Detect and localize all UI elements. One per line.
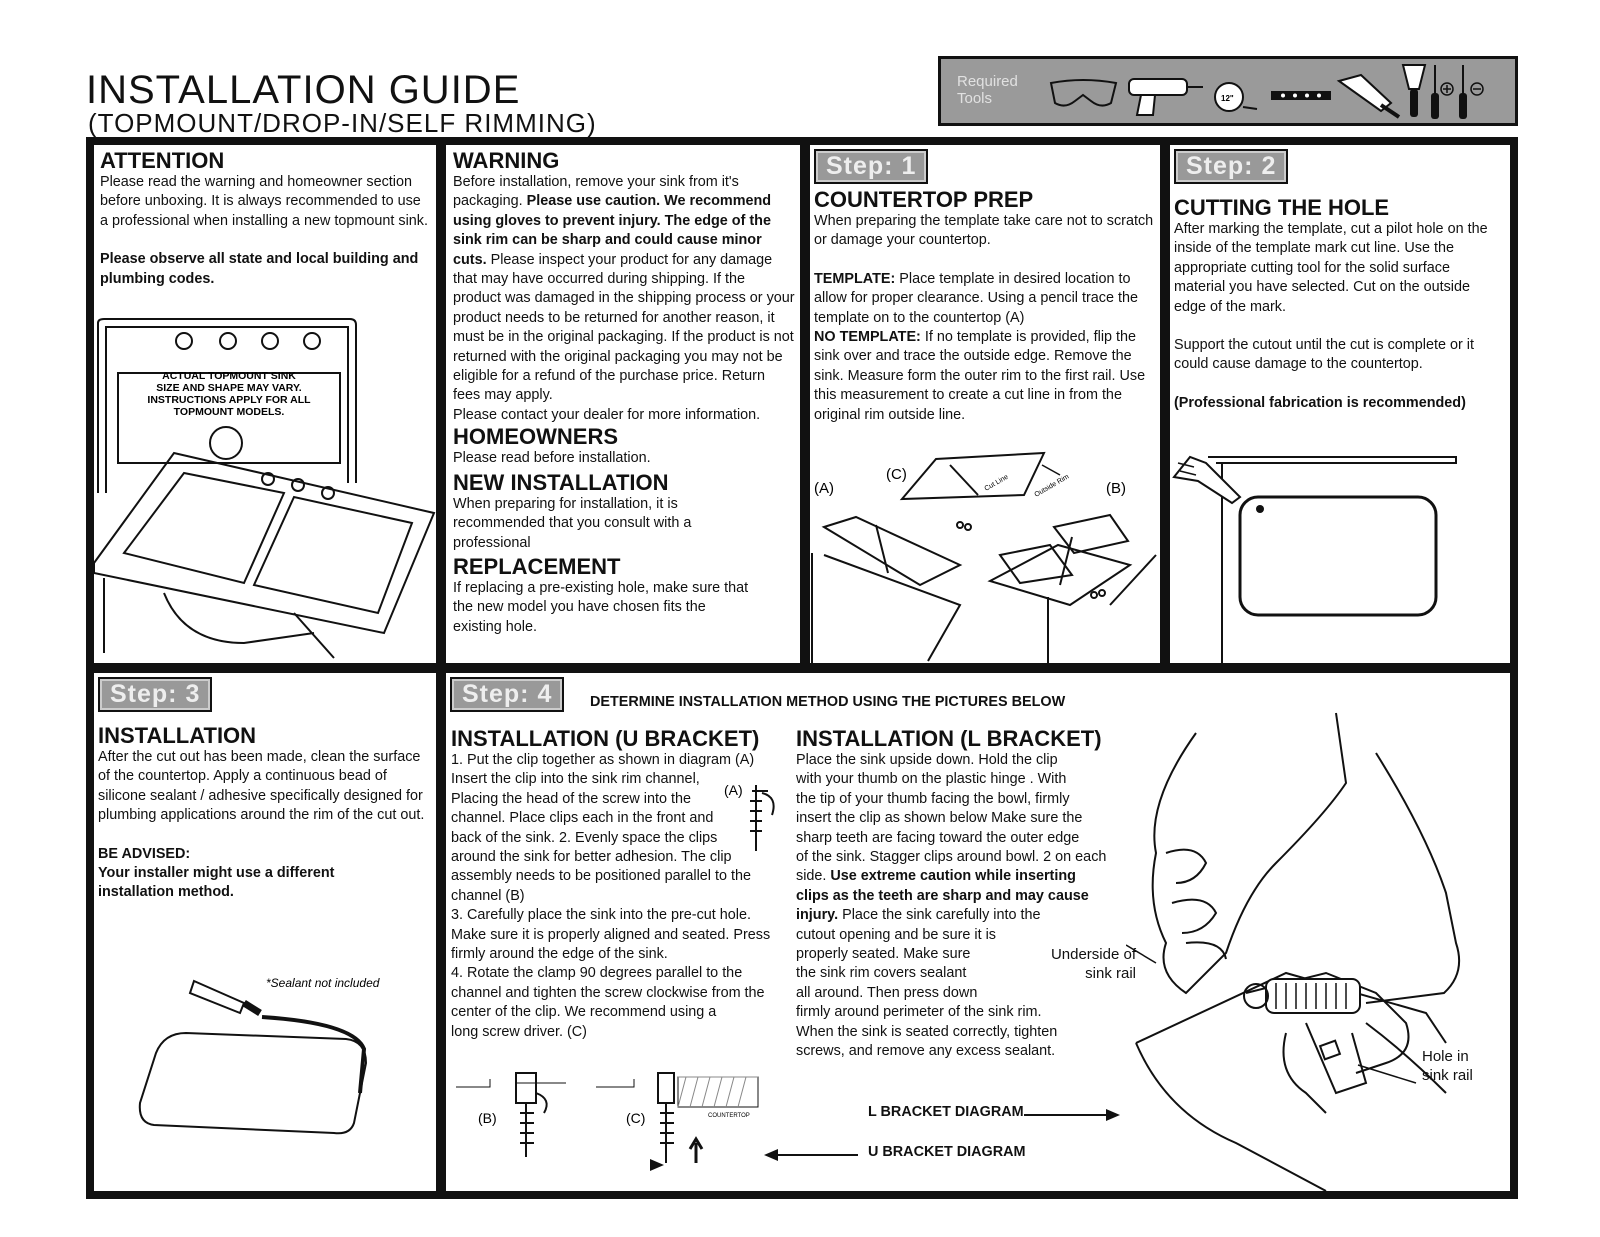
- drill-icon: [1172, 455, 1242, 505]
- sink-note-line1: ACTUAL TOPMOUNT SINK: [162, 370, 296, 382]
- attention-codes: Please observe all state and local build…: [100, 251, 419, 287]
- topmount-sink-illustration: ACTUAL TOPMOUNT SINK SIZE AND SHAPE MAY …: [94, 318, 436, 659]
- level-icon: [1271, 91, 1331, 100]
- homeowners-heading: HOMEOWNERS: [453, 424, 618, 450]
- l-bracket-text: Place the sink upside down. Hold the cli…: [796, 752, 1107, 1060]
- svg-text:12": 12": [1221, 94, 1234, 103]
- step1-heading: COUNTERTOP PREP: [814, 187, 1034, 212]
- svg-text:COUNTERTOP: COUNTERTOP: [708, 1113, 750, 1119]
- step1-panel: Step: 1 COUNTERTOP PREP When preparing t…: [810, 145, 1160, 663]
- tools-icons: 12": [1049, 64, 1484, 119]
- warning-panel: WARNING Before installation, remove your…: [446, 145, 800, 663]
- u-bracket-heading: INSTALLATION (U BRACKET): [451, 726, 760, 751]
- determine-method: DETERMINE INSTALLATION METHOD USING THE …: [590, 694, 1066, 710]
- arrow-right-icon: [1024, 1109, 1120, 1121]
- arrow-left-icon: [764, 1149, 858, 1161]
- attention-heading: ATTENTION: [100, 148, 225, 173]
- l-bracket-heading: INSTALLATION (L BRACKET): [796, 726, 1102, 751]
- svg-text:(C): (C): [886, 466, 907, 483]
- step2-heading: CUTTING THE HOLE: [1174, 195, 1390, 220]
- step3-panel: Step: 3 INSTALLATION After the cut out h…: [94, 673, 436, 1191]
- svg-text:(A): (A): [724, 782, 743, 798]
- step4-badge: Step: 4: [450, 677, 565, 712]
- svg-text:SIZE AND SHAPE MAY VARY.: SIZE AND SHAPE MAY VARY.: [156, 382, 302, 394]
- new-installation-heading: NEW INSTALLATION: [453, 469, 669, 495]
- u-bracket-text: 1. Put the clip together as shown in dia…: [451, 752, 771, 1040]
- template-tracing-illustration: (A) (C) (B) Cut Line Outside Rim: [811, 451, 1157, 663]
- tape-measure-icon: 12": [1214, 82, 1258, 112]
- attention-text: Please read the warning and homeowner se…: [100, 174, 428, 229]
- l-bracket-diagram-label: L BRACKET DIAGRAM: [868, 1104, 1024, 1120]
- attention-panel: ATTENTION Please read the warning and ho…: [94, 145, 436, 663]
- step2-panel: Step: 2 CUTTING THE HOLE After marking t…: [1170, 145, 1510, 663]
- flathead-screwdriver-icon: [1459, 65, 1484, 119]
- step3-heading: INSTALLATION: [98, 723, 257, 748]
- step1-badge: Step: 1: [814, 149, 929, 184]
- svg-text:INSTRUCTIONS APPLY FOR ALL: INSTRUCTIONS APPLY FOR ALL: [147, 394, 311, 406]
- warning-heading: WARNING: [453, 148, 560, 173]
- putty-knife-icon: [1401, 64, 1427, 117]
- svg-text:(B): (B): [1106, 480, 1126, 497]
- svg-text:(B): (B): [478, 1110, 497, 1126]
- l-bracket-hand-illustration: [1126, 712, 1460, 1191]
- svg-text:Outside Rim: Outside Rim: [1034, 473, 1071, 498]
- step3-badge: Step: 3: [98, 677, 213, 712]
- step4-panel: Step: 4 DETERMINE INSTALLATION METHOD US…: [446, 673, 1510, 1191]
- guide-frame: ATTENTION Please read the warning and ho…: [86, 137, 1518, 1199]
- svg-text:(A): (A): [814, 480, 834, 497]
- svg-text:Cut Line: Cut Line: [984, 474, 1010, 493]
- phillips-screwdriver-icon: [1431, 65, 1454, 119]
- u-clip-diagram-a: (A): [724, 782, 775, 851]
- safety-glasses-icon: [1049, 79, 1118, 107]
- u-bracket-diagram-label: U BRACKET DIAGRAM: [868, 1144, 1026, 1160]
- caulk-tube-icon: [1336, 73, 1401, 119]
- page-title: INSTALLATION GUIDE: [86, 68, 521, 112]
- cutting-illustration: [1172, 455, 1457, 663]
- svg-text:(C): (C): [626, 1110, 645, 1126]
- svg-text:*Sealant not included: *Sealant not included: [266, 976, 380, 990]
- svg-text:TOPMOUNT MODELS.: TOPMOUNT MODELS.: [174, 406, 285, 418]
- step2-badge: Step: 2: [1174, 149, 1289, 184]
- replacement-heading: REPLACEMENT: [453, 553, 621, 579]
- u-clip-diagrams-b-c: (B) (C) COUNTERTOP: [456, 1072, 759, 1171]
- sealant-illustration: *Sealant not included: [138, 976, 380, 1135]
- drill-icon: [1128, 78, 1203, 116]
- page-subtitle: (TOPMOUNT/DROP-IN/SELF RIMMING): [88, 108, 597, 138]
